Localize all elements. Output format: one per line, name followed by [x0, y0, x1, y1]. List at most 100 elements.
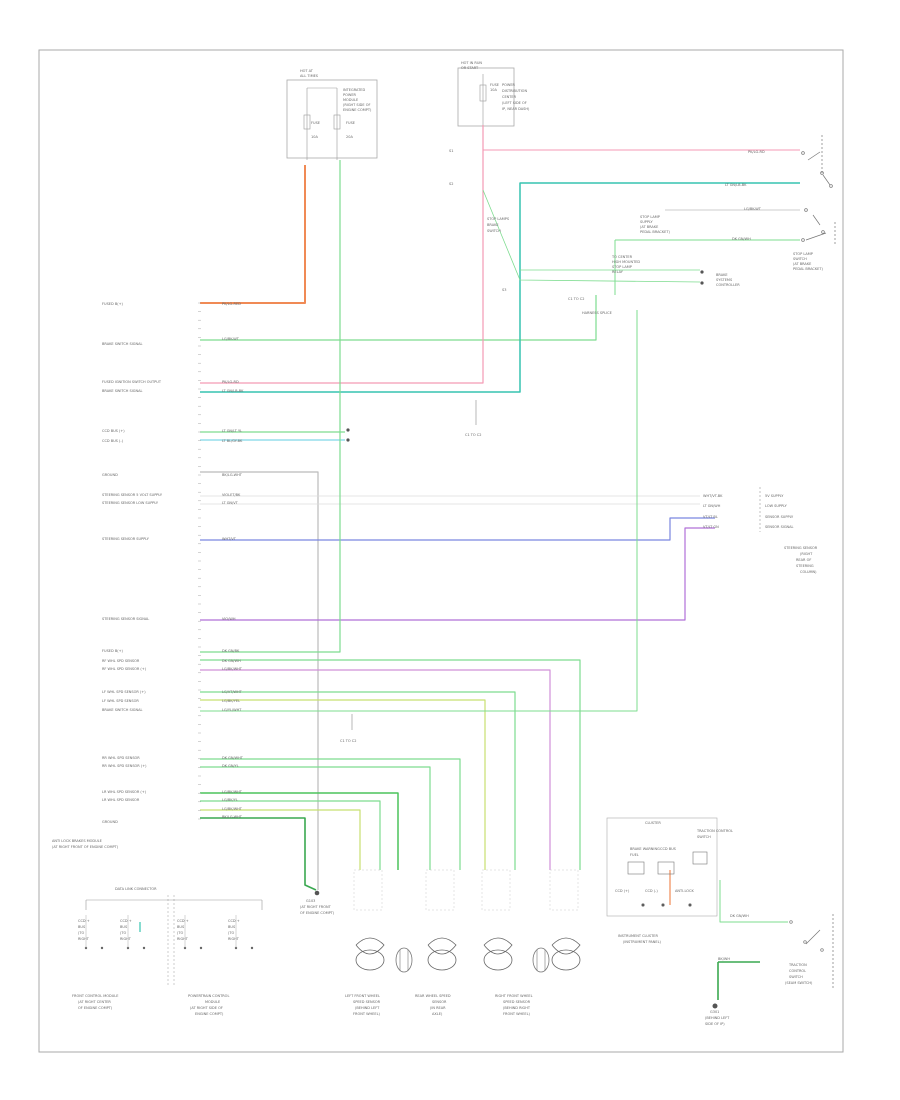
wire-sensor-supply — [200, 517, 715, 541]
wire-color-label: LG/BK/WHT — [222, 790, 243, 794]
misc-label: S1 — [449, 149, 453, 153]
cluster-label: CCD BUS — [660, 847, 677, 851]
hot-run-desc: CENTER — [502, 95, 517, 99]
connector-label: C1 TO C2 — [568, 297, 584, 301]
cluster-label: SWITCH — [697, 835, 711, 839]
wire-color-label: DK GN/BK — [222, 649, 240, 653]
splice-label: STOP LAMPS — [487, 217, 510, 221]
connector-title: STEERING — [796, 564, 814, 568]
bulb-label: SUPPLY — [640, 220, 653, 224]
controller-pin-label: FUSED B(+) — [102, 649, 124, 653]
wire-ground-2 — [200, 817, 317, 891]
wheel-sensor-connector — [549, 869, 579, 911]
wire-lr-3 — [200, 809, 361, 870]
wheel-sensor-connector — [425, 869, 455, 911]
splice-label: SWITCH — [487, 229, 501, 233]
controller-pin-label: BRAKE SWITCH SIGNAL — [102, 342, 143, 346]
wire-label: DK GN/WH — [732, 237, 751, 241]
wire-color-label: LT BL/GY-BK — [222, 439, 243, 443]
wire-brake-switch-2 — [200, 182, 800, 393]
wire-color-label: BK/LG-WHT — [222, 815, 243, 819]
wire-color-label: LT GN/LT YL — [222, 429, 242, 433]
wheel-sensor-icon — [483, 937, 513, 955]
splice-point-icon — [346, 270, 704, 442]
module-name: (AT RIGHT CENTER — [78, 1000, 111, 1004]
hot-run-title: HOT IN RUN — [461, 61, 482, 65]
ccd-module-label: BUS — [78, 925, 86, 929]
ground-label: (AT RIGHT FRONT — [300, 905, 332, 909]
wheel-sensor-labels: LEFT FRONT WHEEL SPEED SENSOR (BEHIND LE… — [345, 994, 533, 1016]
wheel-sensor-label: FRONT WHEEL) — [353, 1012, 381, 1016]
module-name: POWERTRAIN CONTROL — [188, 994, 229, 998]
connector-title: STEERING SENSOR — [784, 546, 818, 550]
wire-color-label: LT GN/LB-BK — [222, 389, 244, 393]
hot-run-desc: (LEFT SIDE OF — [502, 101, 527, 105]
hot-run-desc: DISTRIBUTION — [502, 89, 527, 93]
misc-label: S3 — [502, 288, 506, 292]
wire-splice — [482, 189, 701, 283]
ccd-module-label: CCD + — [78, 919, 90, 923]
switch-label: SWITCH — [789, 975, 803, 979]
fuse-desc-line: MODULE — [343, 98, 358, 102]
cluster-title: CLUSTER — [645, 821, 661, 825]
ground-label: G103 — [306, 899, 315, 903]
wheel-sensor-connector — [481, 869, 511, 911]
controller-pin-label: GROUND — [102, 820, 118, 824]
hot-run-desc: POWER — [502, 83, 516, 87]
wheel-sensor-label: (BEHIND RIGHT — [503, 1006, 531, 1010]
pin-label: SENSOR SIGNAL — [765, 525, 794, 529]
controller-pin-label: LR WHL SPD SENSOR — [102, 798, 140, 802]
controller-pin-label: RR WHL SPD SENSOR (+) — [102, 764, 147, 768]
pin-label: SENSOR SUPPLY — [765, 515, 794, 519]
wire-lf-2 — [200, 699, 486, 870]
wire-rr-2 — [200, 766, 431, 870]
ccd-module-label: CCD + — [177, 919, 189, 923]
bulb-label: PEDAL BRACKET) — [640, 230, 671, 234]
wire-color-label: VIOLET/BK — [222, 493, 241, 497]
diagram-frame — [38, 49, 844, 1053]
wire-label: PK/LG-RD — [748, 150, 765, 154]
tone-ring-icon — [395, 947, 413, 973]
bulb-label: (AT BRAKE — [640, 225, 658, 229]
controller-pin-label: RF WHL SPD SENSOR (+) — [102, 667, 147, 671]
controller-pin-label: STEERING SENSOR 5 VOLT SUPPLY — [102, 493, 163, 497]
controller-pin-label: FUSED B(+) — [102, 302, 124, 306]
switch-label: STOP LAMP — [793, 252, 813, 256]
wire-brake-switch — [200, 295, 597, 341]
ccd-pin-icon — [142, 946, 146, 950]
splice-label: BRAKE — [487, 223, 499, 227]
wheel-sensor-label: AXLE) — [432, 1012, 443, 1016]
ccd-module-label: RIGHT — [228, 937, 240, 941]
wheel-sensor-label: FRONT WHEEL) — [503, 1012, 531, 1016]
switch-label: TRACTION — [788, 963, 807, 967]
switch-label: PEDAL BRACKET) — [793, 267, 824, 271]
fuse-label: FUSE — [346, 121, 355, 125]
controller-pin-label: CCD BUS (-) — [102, 439, 124, 443]
wheel-sensor-icon — [551, 937, 581, 955]
fuse-label: 10A — [311, 135, 318, 139]
wheel-sensor-label: (BEHIND LEFT — [355, 1006, 380, 1010]
ccd-module-label: (TO — [78, 931, 85, 935]
wire-color-label: LG/YL/WHT — [222, 708, 242, 712]
wires-layer — [200, 125, 800, 1000]
cluster-label: (INSTRUMENT PANEL) — [623, 940, 662, 944]
wire-fused-b — [200, 165, 306, 304]
connector-marker: C1 TO C2 — [465, 433, 481, 437]
ccd-module-label: CCD + — [120, 919, 132, 923]
wheel-sensor-label: RIGHT FRONT WHEEL — [495, 994, 533, 998]
circuit-label: HIGH MOUNTED — [612, 260, 640, 264]
wire-traction — [719, 880, 788, 923]
connector-title: REAR OF — [796, 558, 811, 562]
wheel-sensor-body — [427, 949, 457, 971]
controller-pin-label: BRAKE SWITCH SIGNAL — [102, 708, 143, 712]
wire-label: BK/WH — [718, 957, 730, 961]
cluster-sub-label: CCD (+) — [615, 889, 630, 893]
wire-color-label: LT GN/VT — [222, 501, 239, 505]
ground-label: OF ENGINE COMPT) — [300, 911, 335, 915]
wire-ignition — [200, 125, 484, 384]
wire-color-label: LG/VT/WHT — [222, 690, 243, 694]
wire-label: DK GN/WH — [730, 914, 749, 918]
